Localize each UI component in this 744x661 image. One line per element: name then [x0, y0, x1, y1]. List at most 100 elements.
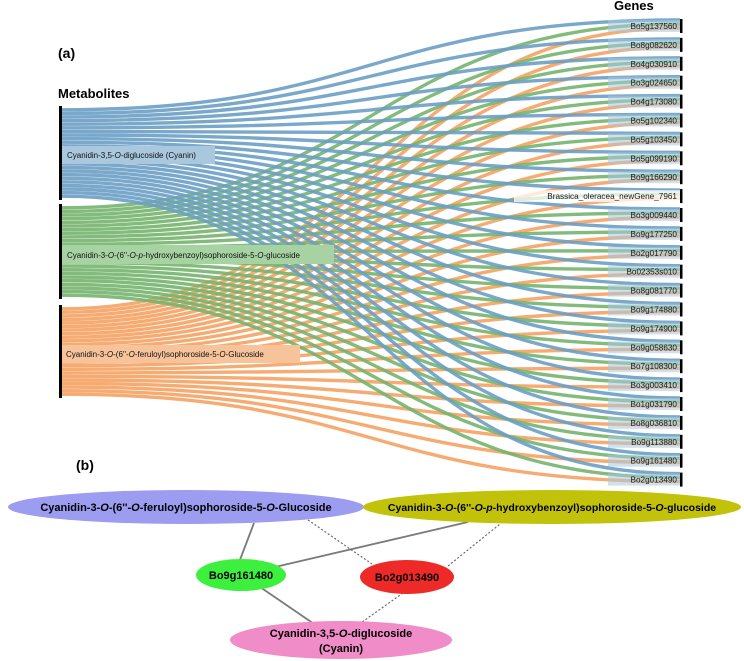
network-edges: [237, 519, 501, 629]
metabolite-label-bg-hydroxybenzoyl: [62, 245, 334, 264]
sankey-link: [61, 275, 681, 385]
gene-label-bg: [608, 38, 680, 51]
gene-label: Bo02353s010: [626, 268, 677, 277]
gene-label: Bo9g161480: [631, 457, 678, 466]
sankey-link: [61, 260, 681, 310]
gene-node-bar: [680, 170, 683, 185]
gene-node-bar: [680, 245, 683, 260]
panel-label-b: (b): [76, 457, 94, 473]
sankey-link: [61, 278, 681, 404]
gene-label: Bo5g102340: [631, 117, 678, 126]
sankey-link: [61, 97, 681, 225]
gene-nodes: Bo5g137560Bo8g082620Bo4g030910Bo3g024650…: [514, 19, 683, 487]
gene-label-bg: [608, 152, 680, 165]
node-bo9g161480-ellipse: [196, 559, 286, 591]
sankey-link: [61, 172, 681, 362]
gene-node-bar: [680, 283, 683, 298]
gene-node-bar: [680, 415, 683, 430]
gene-label: Bo8g082620: [631, 41, 678, 50]
node-hydroxy-label: Cyanidin-3-O-(6''-O-p-hydroxybenzoyl)sop…: [388, 502, 716, 514]
gene-node-bar: [680, 340, 683, 355]
metabolite-label-feruloyl: Cyanidin-3-O-(6''-O-feruloyl)sophoroside…: [66, 350, 264, 359]
sankey-link: [61, 293, 681, 480]
metabolite-nodes: [59, 106, 62, 398]
metabolite-labels: Cyanidin-3,5-O-diglucoside (Cyanin) Cyan…: [62, 146, 334, 363]
gene-node-bar: [680, 19, 683, 33]
metabolite-label-bg-cyanin: [62, 146, 215, 164]
node-cyanin-label-line2: (Cyanin): [319, 643, 363, 655]
gene-label: Bo5g099190: [631, 154, 678, 163]
gene-label: Bo4g030910: [631, 60, 678, 69]
node-feruloyl-ellipse: [8, 490, 364, 524]
sankey-link: [61, 136, 681, 173]
gene-label-bg: [514, 190, 680, 203]
node-cyanin-ellipse: [230, 621, 452, 659]
sankey-link: [61, 140, 681, 192]
sankey-link: [61, 180, 681, 400]
sankey-link: [61, 75, 681, 123]
sankey-link: [61, 194, 681, 476]
panel-label-a: (a): [58, 45, 75, 61]
node-bo9g161480-label: Bo9g161480: [209, 570, 273, 582]
gene-label: Bo3g009440: [631, 211, 678, 220]
sankey-link: [61, 173, 681, 239]
sankey-link: [61, 135, 681, 232]
gene-label-bg: [608, 171, 680, 184]
gene-label: Bo9g174880: [631, 306, 678, 315]
metabolite-node-cyanin: [59, 106, 62, 200]
gene-label-bg: [608, 57, 680, 70]
gene-label-bg: [608, 227, 680, 240]
gene-label-bg: [608, 416, 680, 429]
gene-label: Bo8g081770: [631, 287, 678, 296]
genes-header: Genes: [614, 0, 654, 13]
sankey-link: [61, 129, 681, 136]
sankey-link: [61, 286, 681, 442]
node-hydroxy-ellipse: [363, 490, 741, 524]
gene-node-bar: [680, 113, 683, 128]
metabolite-label-cyanin: Cyanidin-3,5-O-diglucoside (Cyanin): [67, 151, 196, 160]
edge-feruloyl-bo2g013490: [307, 519, 373, 565]
gene-label-bg: [608, 265, 680, 278]
gene-node-bar: [680, 434, 683, 449]
gene-label-bg: [608, 246, 680, 259]
sankey-link: [61, 282, 681, 423]
gene-node-bar: [680, 397, 683, 411]
edge-feruloyl-bo9g161480: [237, 522, 255, 566]
sankey-link: [61, 169, 681, 343]
gene-node-bar: [680, 37, 683, 52]
metabolite-node-hydroxybenzoyl: [59, 204, 62, 299]
gene-label: Bo9g113880: [631, 438, 677, 447]
node-cyanin-label-line1: Cyanidin-3,5-O-diglucoside: [270, 628, 412, 640]
gene-label: Bo5g137560: [631, 22, 678, 31]
edge-bo2g013490-cyanin: [354, 592, 404, 628]
metabolites-header: Metabolites: [58, 86, 130, 101]
gene-label: Brassica_oleracea_newGene_7961: [547, 192, 677, 201]
metabolite-label-hydroxybenzoyl: Cyanidin-3-O-(6''-O-p-hydroxybenzoyl)sop…: [67, 251, 301, 260]
metabolite-node-feruloyl: [59, 305, 62, 398]
sankey-link: [61, 187, 681, 438]
gene-node-bar: [680, 378, 683, 393]
gene-node-bar: [680, 75, 683, 90]
gene-node-bar: [680, 453, 683, 468]
sankey-link: [61, 93, 681, 126]
sankey-link: [61, 392, 681, 484]
node-bo2g013490-ellipse: [360, 560, 454, 594]
network-nodes: Cyanidin-3-O-(6''-O-feruloyl)sophoroside…: [8, 490, 741, 659]
gene-label: Bo1g031790: [631, 400, 678, 409]
gene-node-bar: [680, 264, 683, 279]
gene-node-bar: [680, 189, 683, 204]
gene-label-bg: [608, 284, 680, 297]
gene-label: Bo7g108300: [631, 362, 678, 371]
sankey-link: [61, 116, 681, 228]
sankey-link: [61, 176, 681, 381]
edge-bo9g161480-cyanin: [259, 586, 321, 629]
gene-label: Bo8g036810: [631, 419, 678, 428]
gene-label-bg: [608, 360, 680, 373]
sankey-link: [61, 211, 681, 246]
edge-hydroxy-bo2g013490: [447, 523, 501, 567]
gene-label-bg: [608, 398, 680, 410]
gene-label: Bo3g024650: [631, 79, 678, 88]
gene-label-bg: [608, 133, 680, 146]
gene-node-bar: [680, 151, 683, 166]
sankey-link: [61, 264, 681, 329]
